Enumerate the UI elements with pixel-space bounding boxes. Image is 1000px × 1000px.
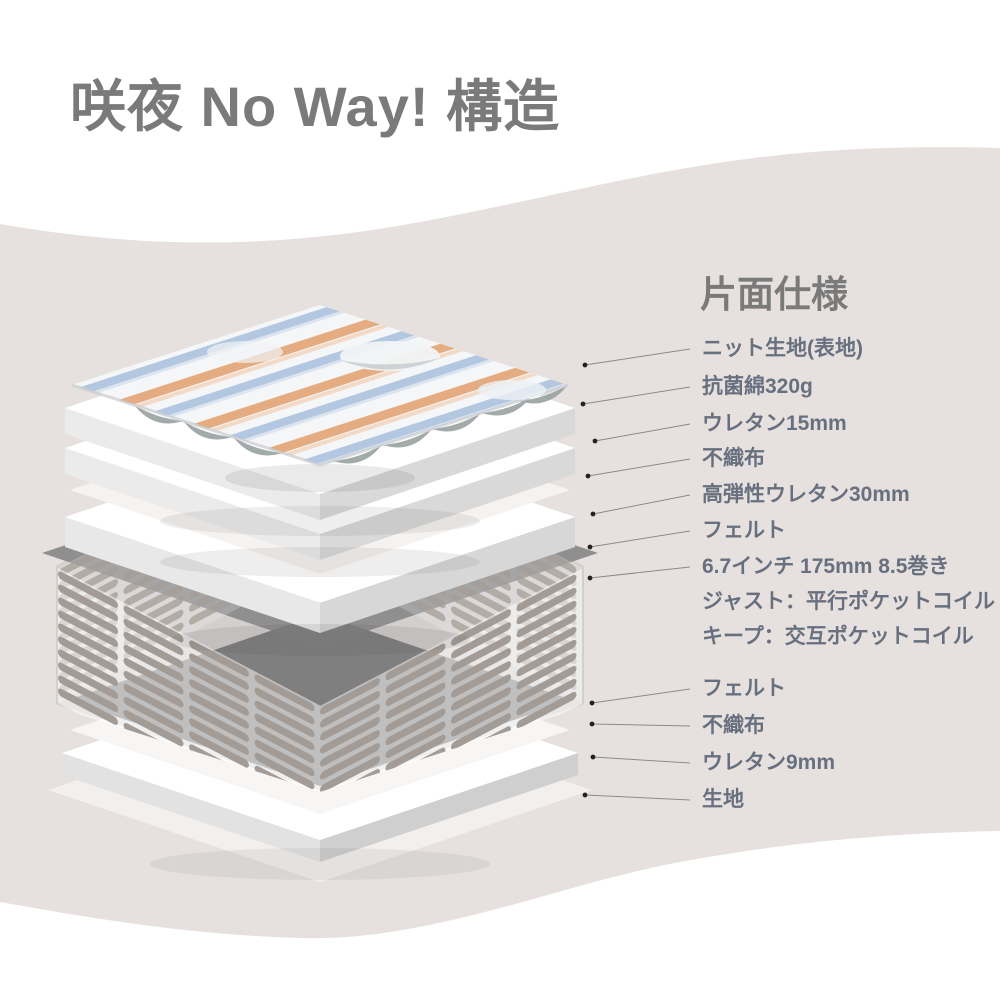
leader-lines [582, 348, 691, 801]
label-coil-size: 6.7インチ 175mm 8.5巻き [702, 555, 950, 578]
spec-heading: 片面仕様 [700, 274, 848, 315]
label-felt-upper: フェルト [702, 519, 786, 542]
label-nonwoven-lower: 不織布 [702, 714, 765, 737]
label-high-resilience: 高弾性ウレタン30mm [702, 483, 910, 506]
page-title: 咲夜 No Way! 構造 [70, 75, 561, 138]
label-bottom-fabric: 生地 [702, 788, 744, 811]
label-antibacterial-cotton: 抗菌綿320g [702, 375, 813, 398]
label-coil-just: ジャスト：平行ポケットコイル [702, 590, 995, 613]
leader-dots [580, 362, 598, 798]
label-knit-fabric: ニット生地(表地) [702, 337, 863, 360]
label-urethane-9mm: ウレタン9mm [702, 751, 836, 774]
label-felt-lower: フェルト [702, 677, 786, 700]
label-nonwoven-upper: 不織布 [702, 447, 765, 470]
label-urethane-15mm: ウレタン15mm [702, 412, 847, 435]
layer-knit-fabric [71, 305, 569, 492]
label-coil-keep: キープ：交互ポケットコイル [702, 625, 974, 648]
quilt-scallop-shadows [134, 384, 568, 464]
